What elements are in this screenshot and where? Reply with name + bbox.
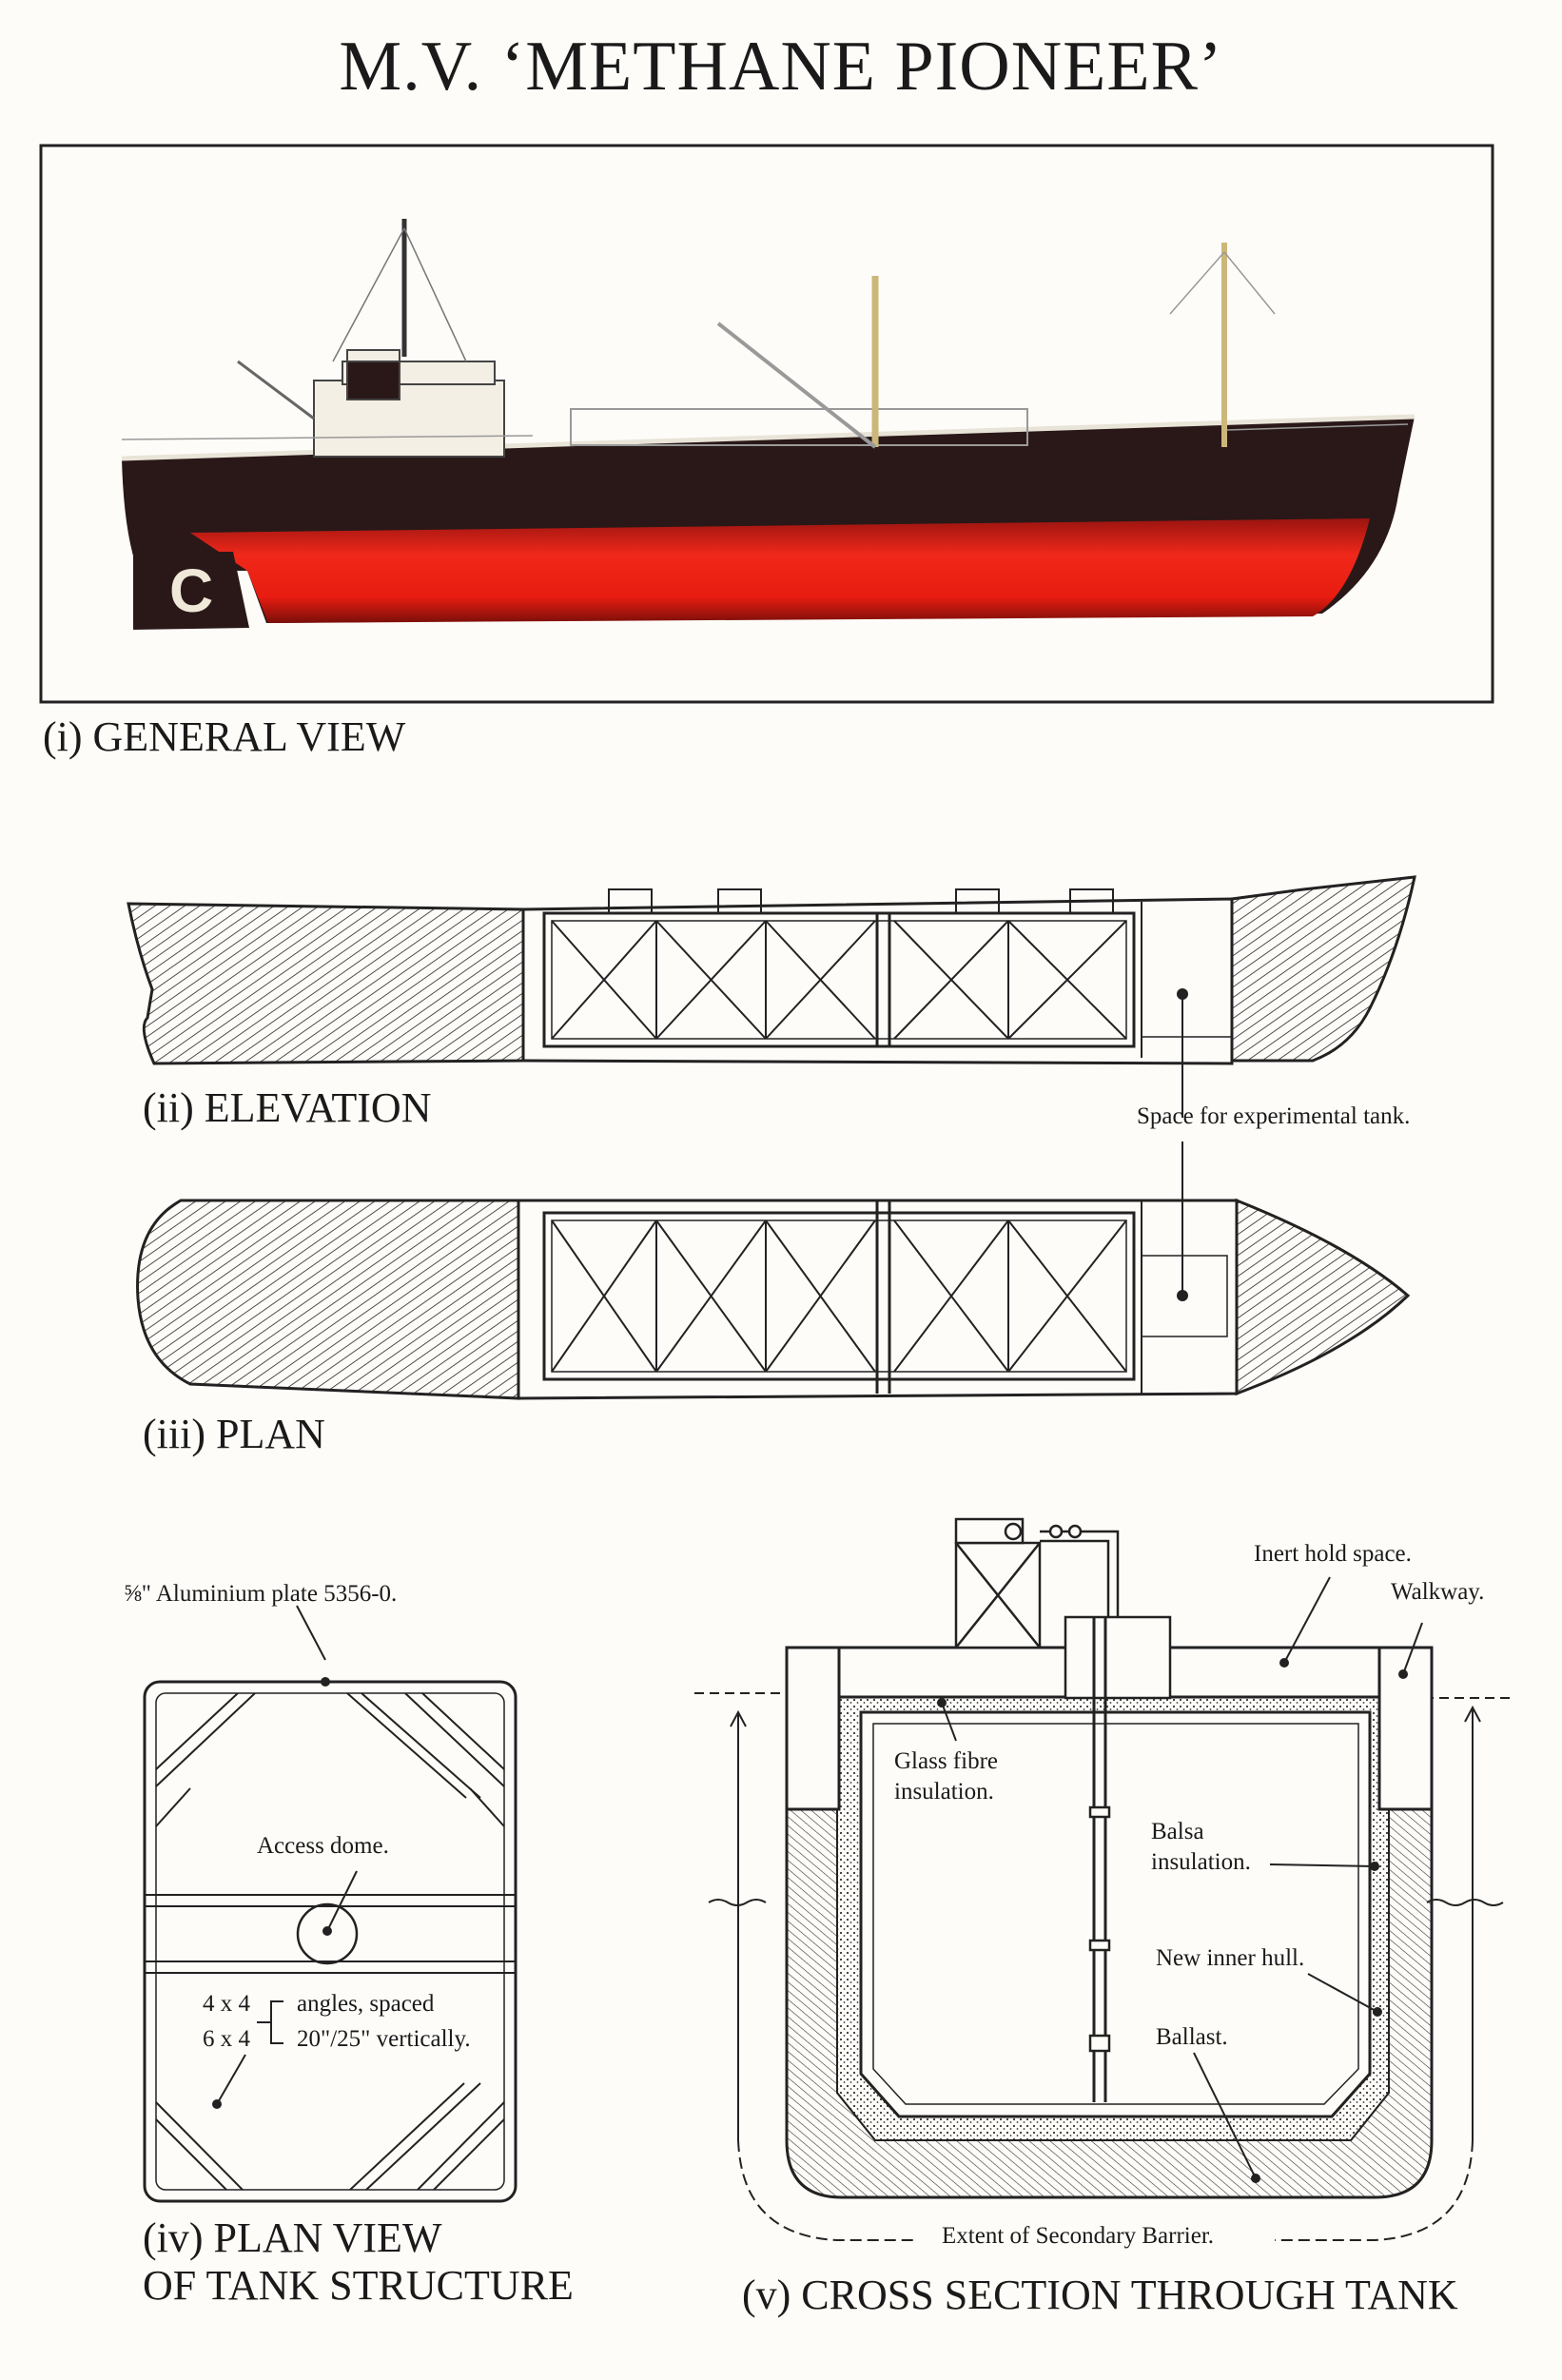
label-angles-spaced: angles, spaced bbox=[297, 1991, 435, 2017]
general-view bbox=[39, 144, 1494, 704]
label-balsa-2: insulation. bbox=[1151, 1849, 1251, 1875]
label-new-inner-hull: New inner hull. bbox=[1156, 1945, 1305, 1971]
label-ballast: Ballast. bbox=[1156, 2024, 1228, 2050]
caption-elevation: (ii) ELEVATION bbox=[143, 1084, 432, 1131]
general-view-frame bbox=[39, 144, 1494, 704]
label-access-dome: Access dome. bbox=[257, 1833, 389, 1859]
caption-plan-view-line1: (iv) PLAN VIEW bbox=[143, 2214, 442, 2261]
caption-cross-section: (v) CROSS SECTION THROUGH TANK bbox=[742, 2272, 1458, 2318]
funnel-emblem: C bbox=[169, 556, 214, 625]
label-angle-6x4: 6 x 4 bbox=[203, 2026, 250, 2052]
label-glass-fibre-2: insulation. bbox=[894, 1779, 994, 1805]
label-space-experimental-tank: Space for experimental tank. bbox=[1137, 1103, 1411, 1129]
page-title: M.V. ‘METHANE PIONEER’ bbox=[339, 28, 1223, 106]
label-walkway: Walkway. bbox=[1391, 1579, 1485, 1605]
caption-general-view: (i) GENERAL VIEW bbox=[43, 713, 406, 760]
caption-plan: (iii) PLAN bbox=[143, 1411, 325, 1457]
plan-drawing bbox=[136, 1141, 1411, 1400]
elevation-drawing bbox=[127, 875, 1416, 1118]
label-secondary-barrier: Extent of Secondary Barrier. bbox=[942, 2223, 1215, 2249]
tank-cross-section bbox=[694, 1517, 1513, 2241]
label-glass-fibre-1: Glass fibre bbox=[894, 1748, 998, 1774]
ship-superstructure bbox=[121, 219, 1409, 458]
label-angle-4x4: 4 x 4 bbox=[203, 1991, 250, 2017]
caption-plan-view-line2: OF TANK STRUCTURE bbox=[143, 2262, 574, 2309]
label-angles-vertical: 20"/25" vertically. bbox=[297, 2026, 471, 2052]
tank-plan-view bbox=[143, 1605, 517, 2203]
label-balsa-1: Balsa bbox=[1151, 1819, 1204, 1844]
label-inert-hold-space: Inert hold space. bbox=[1254, 1541, 1412, 1567]
ship-hull bbox=[121, 414, 1416, 630]
label-aluminium-plate: ⅝" Aluminium plate 5356-0. bbox=[124, 1581, 398, 1607]
